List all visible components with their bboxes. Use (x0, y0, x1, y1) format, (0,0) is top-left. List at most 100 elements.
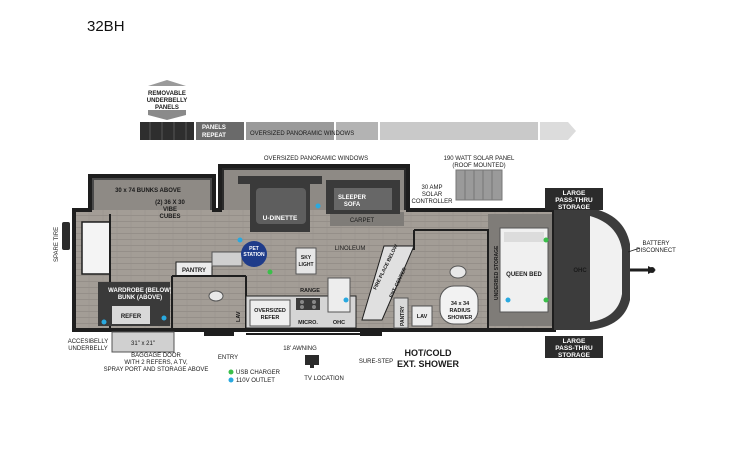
oversized-refer (249, 299, 291, 327)
solar-controller-label-3: CONTROLLER (411, 199, 453, 205)
shower-label-2: RADIUS (449, 308, 470, 314)
solar-panel-label-2: (ROOF MOUNTED) (452, 163, 505, 169)
solar-panel (455, 169, 503, 201)
sure-step (360, 330, 382, 336)
pass-thru-bottom (545, 336, 603, 358)
pass-thru-top (545, 188, 603, 210)
pantry-right-label: PANTRY (400, 305, 406, 326)
wardrobe-label-1: WARDROBE (BELOW) (108, 288, 172, 294)
pet-station-shelf (211, 251, 243, 267)
lav-right-label: LAV (417, 314, 428, 320)
sure-step-label: SURE-STEP (359, 359, 393, 365)
baggage-door-box (111, 331, 175, 353)
sofa-cushion (334, 188, 392, 210)
lav-right (411, 305, 433, 327)
outlet-dot (161, 315, 167, 321)
spare-tire-icon (62, 222, 70, 250)
pet-station-label-2: STATION (243, 252, 265, 258)
skylight-label-1: SKY (301, 255, 312, 261)
slide-carpet (330, 212, 404, 226)
usb-legend-label: USB CHARGER (236, 370, 281, 376)
outlet-legend-dot (228, 377, 234, 383)
underbelly-label-1: ACCESIBELLY (68, 339, 109, 345)
baggage-door-label-3: WITH 2 REFERS, A TV, (124, 360, 188, 366)
model-title: 32BH (87, 18, 125, 35)
refer-left (112, 306, 150, 324)
bed-pillows (504, 232, 544, 242)
usb-dot (267, 269, 273, 275)
underbelly-panel-bar (140, 122, 576, 140)
kitchen-sink (327, 277, 351, 313)
usb-dot (543, 237, 549, 243)
usb-legend-dot (228, 369, 234, 375)
pass-thru-top-label-1: LARGE (563, 190, 586, 197)
tv-icon (305, 355, 319, 368)
ohc-kitchen-label: OHC (333, 320, 345, 326)
outlet-dot (101, 319, 107, 325)
range (296, 298, 320, 310)
battery-leader (627, 247, 641, 253)
dinette-table (256, 188, 306, 224)
toilet-left (208, 290, 224, 302)
removable-panels-label-2: UNDERBELLY (147, 98, 187, 104)
pass-thru-bottom-label-2: PASS-THRU (555, 345, 593, 352)
removable-panels-label-1: REMOVABLE (148, 91, 186, 97)
shower-label-1: 34 x 34 (451, 301, 470, 307)
pet-station-icon (241, 241, 267, 267)
bunk-slide-floor (94, 180, 210, 210)
removable-panels-label-3: PANELS (155, 105, 179, 111)
burner-2 (312, 300, 316, 304)
awning-label: 18' AWNING (283, 346, 317, 352)
oversized-refer-label-2: REFER (261, 315, 280, 321)
panels-repeat-label-2: REPEAT (202, 133, 226, 139)
pass-thru-top-label-2: PASS-THRU (555, 197, 593, 204)
refer-left-label: REFER (121, 314, 142, 320)
outlet-dot (505, 297, 511, 303)
spare-tire-label: SPARE TIRE (54, 227, 60, 262)
vibe-cubes-label-2: VIBE (163, 207, 177, 213)
range-label: RANGE (300, 288, 320, 294)
toilet-right (449, 265, 467, 279)
bunks-label: 30 x 74 BUNKS ABOVE (115, 188, 181, 194)
lav-left-label: LAV (236, 311, 242, 322)
ext-shower-label-1: HOT/COLD (405, 348, 452, 358)
sleeper-sofa-label-2: SOFA (344, 202, 361, 208)
pet-station-label-1: PET (249, 246, 259, 252)
sleeper-sofa-label-1: SLEEPER (338, 195, 367, 201)
burner-4 (312, 305, 316, 309)
burner-1 (300, 300, 304, 304)
burner-3 (300, 305, 304, 309)
bunk-end-window (81, 221, 111, 275)
tv-location-label: TV LOCATION (304, 376, 344, 382)
usb-dot (543, 297, 549, 303)
shower-label-3: SHOWER (448, 315, 473, 321)
windows-bar-label: OVERSIZED PANORAMIC WINDOWS (250, 131, 354, 137)
panoramic-windows-label: OVERSIZED PANORAMIC WINDOWS (264, 156, 368, 162)
front-cap-window (590, 216, 622, 322)
hitch-icon (648, 266, 656, 274)
solar-controller-label-1: 30 AMP (421, 185, 442, 191)
solar-panel-label-1: 190 WATT SOLAR PANEL (444, 156, 515, 162)
underbed-storage-label: UNDERBED STORAGE (494, 245, 500, 300)
ext-shower-label-2: EXT. SHOWER (397, 359, 460, 369)
skylight-label-2: LIGHT (299, 262, 314, 268)
wardrobe-label-2: BUNK (ABOVE) (118, 295, 162, 301)
outlet-legend-label: 110V OUTLET (236, 378, 275, 384)
removable-panels-callout (148, 80, 186, 120)
queen-bed-label: QUEEN BED (506, 272, 542, 278)
pantry-right (393, 297, 409, 329)
pass-thru-bottom-label-3: STORAGE (558, 352, 591, 359)
panels-repeat-label-1: PANELS (202, 125, 226, 131)
battery-disconnect-label-2: DISCONNECT (636, 248, 676, 254)
carpet-label: CARPET (350, 218, 375, 224)
pantry-left-label: PANTRY (182, 268, 206, 274)
pass-thru-bottom-label-1: LARGE (563, 338, 586, 345)
front-bath-walls (413, 229, 489, 330)
solar-controller-label-2: SOLAR (422, 192, 443, 198)
ohc-bedroom-label: OHC (573, 268, 587, 274)
u-dinette-label: U-DINETTE (263, 215, 298, 222)
ent-center (361, 245, 415, 321)
skylight (295, 247, 317, 275)
pass-thru-top-label-3: STORAGE (558, 204, 591, 211)
